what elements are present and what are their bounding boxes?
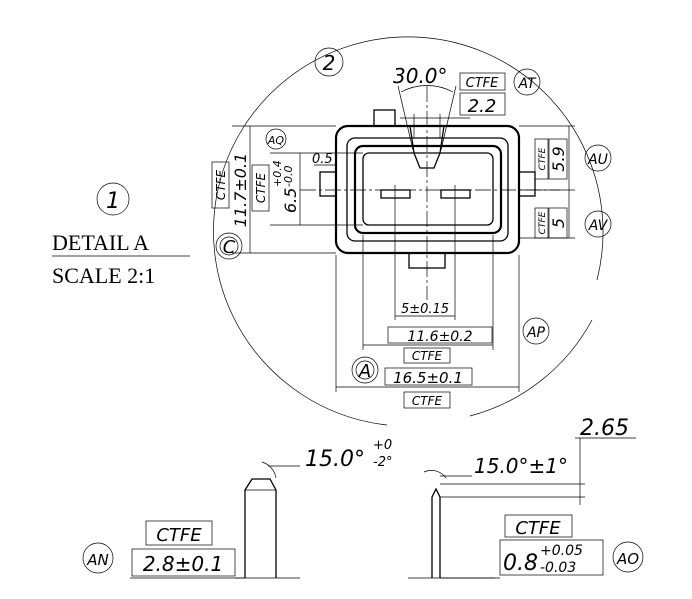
svg-text:CTFE: CTFE xyxy=(412,394,443,408)
detail-scale: SCALE 2:1 xyxy=(52,263,155,288)
ctfe-2-2-callout: CTFE 2.2 AT xyxy=(459,68,541,117)
svg-text:AP: AP xyxy=(526,325,546,341)
width-dimensions: 5±0.15 11.6±0.2 CTFE 16.5±0.1 CTFE A AP xyxy=(335,235,550,409)
svg-text:-0.03: -0.03 xyxy=(540,560,576,576)
svg-text:AV: AV xyxy=(588,218,609,234)
svg-text:15.0°: 15.0° xyxy=(305,447,365,472)
svg-text:AO: AO xyxy=(616,550,639,568)
svg-text:5: 5 xyxy=(549,218,568,228)
svg-text:CTFE: CTFE xyxy=(515,518,561,539)
svg-text:CTFE: CTFE xyxy=(156,525,202,546)
svg-text:5±0.15: 5±0.15 xyxy=(401,302,449,317)
svg-text:+0.05: +0.05 xyxy=(540,543,583,559)
svg-text:CTFE: CTFE xyxy=(214,169,228,200)
svg-text:6.5: 6.5 xyxy=(281,188,300,213)
svg-text:0.8: 0.8 xyxy=(503,551,538,576)
detail-number: 1 xyxy=(106,189,120,214)
svg-text:AN: AN xyxy=(86,551,108,569)
detail-label: 1 DETAIL A SCALE 2:1 xyxy=(52,182,190,288)
center-lines xyxy=(300,86,560,320)
angle-30-dimension: 30.0° xyxy=(393,64,470,151)
svg-text:AQ: AQ xyxy=(267,134,285,147)
svg-text:2.8±0.1: 2.8±0.1 xyxy=(143,552,223,576)
svg-text:AT: AT xyxy=(517,76,537,92)
svg-text:11.7±0.1: 11.7±0.1 xyxy=(231,153,250,227)
svg-text:-0.0: -0.0 xyxy=(282,166,295,187)
svg-text:2.2: 2.2 xyxy=(468,96,497,117)
pin-profile-right: 15.0°±1° 2.65 CTFE 0.8 +0.05 -0.03 AO xyxy=(408,416,644,579)
svg-text:CTFE: CTFE xyxy=(538,147,548,170)
svg-text:11.6±0.2: 11.6±0.2 xyxy=(407,329,472,345)
aq-tag: AQ xyxy=(265,128,287,150)
sheet-index-balloon: 2 xyxy=(314,47,344,77)
svg-text:+0: +0 xyxy=(373,438,392,453)
svg-text:2.65: 2.65 xyxy=(580,416,629,441)
svg-text:16.5±0.1: 16.5±0.1 xyxy=(393,369,463,387)
svg-text:0.5: 0.5 xyxy=(312,152,333,167)
angle-30-text: 30.0° xyxy=(393,64,448,88)
right-dimensions: CTFE 5.9 CTFE 5 AU AV xyxy=(519,125,612,239)
svg-text:2: 2 xyxy=(323,51,336,75)
connector-housing xyxy=(319,109,536,269)
datum-c: C xyxy=(215,232,243,260)
datum-a: A xyxy=(358,361,371,382)
svg-text:CTFE: CTFE xyxy=(466,76,499,91)
svg-text:15.0°±1°: 15.0°±1° xyxy=(474,454,568,478)
svg-text:AU: AU xyxy=(587,152,608,168)
svg-text:CTFE: CTFE xyxy=(254,172,268,203)
svg-text:CTFE: CTFE xyxy=(412,349,443,363)
svg-text:CTFE: CTFE xyxy=(538,211,548,234)
svg-text:+0.4: +0.4 xyxy=(271,160,284,187)
detail-title: DETAIL A xyxy=(52,230,149,255)
height-dimensions: CTFE 11.7±0.1 CTFE 6.5 +0.4 -0.0 0.5 xyxy=(211,125,363,254)
pin-profile-left: 15.0° +0 -2° CTFE 2.8±0.1 AN xyxy=(82,438,392,579)
svg-text:5.9: 5.9 xyxy=(549,146,568,171)
svg-text:C: C xyxy=(223,237,236,258)
svg-text:-2°: -2° xyxy=(373,455,392,470)
detail-boundary-arc xyxy=(213,36,604,426)
